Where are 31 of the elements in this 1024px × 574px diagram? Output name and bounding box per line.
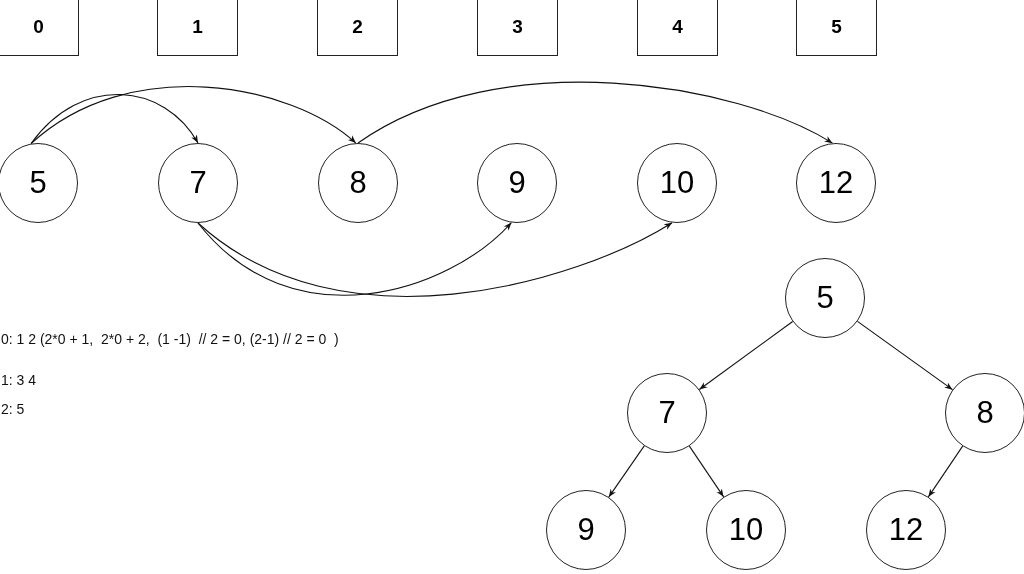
value-circle: 8 — [318, 143, 398, 223]
value-circle: 7 — [627, 373, 707, 453]
arrow — [197, 222, 673, 297]
note-text: 0: 1 2 (2*0 + 1, 2*0 + 2, (1 -1) // 2 = 0, (2-1) // 2 = 0 ) — [1, 331, 339, 347]
value-circle: 10 — [637, 143, 717, 223]
index-box: 0 — [0, 0, 79, 56]
value-circle: 7 — [158, 143, 238, 223]
arrow — [927, 445, 964, 498]
value-circle: 8 — [945, 373, 1024, 453]
arrow — [608, 445, 645, 498]
arrow — [30, 94, 199, 145]
arrow — [698, 321, 794, 390]
value-circle: 9 — [546, 490, 626, 570]
value-circle: 5 — [785, 258, 865, 338]
index-box: 2 — [317, 0, 398, 56]
value-circle: 12 — [796, 143, 876, 223]
value-circle: 5 — [0, 143, 78, 223]
note-text: 1: 3 4 — [1, 372, 37, 388]
arrow — [688, 445, 725, 498]
index-box: 3 — [477, 0, 558, 56]
value-circle: 9 — [477, 143, 557, 223]
arrow — [357, 81, 834, 144]
value-circle: 10 — [706, 490, 786, 570]
arrow — [30, 86, 357, 145]
arrow — [197, 222, 512, 296]
index-box: 4 — [637, 0, 718, 56]
value-circle: 12 — [866, 490, 946, 570]
index-box: 1 — [157, 0, 238, 56]
arrow — [856, 320, 954, 391]
index-box: 5 — [796, 0, 877, 56]
note-text: 2: 5 — [1, 401, 25, 417]
